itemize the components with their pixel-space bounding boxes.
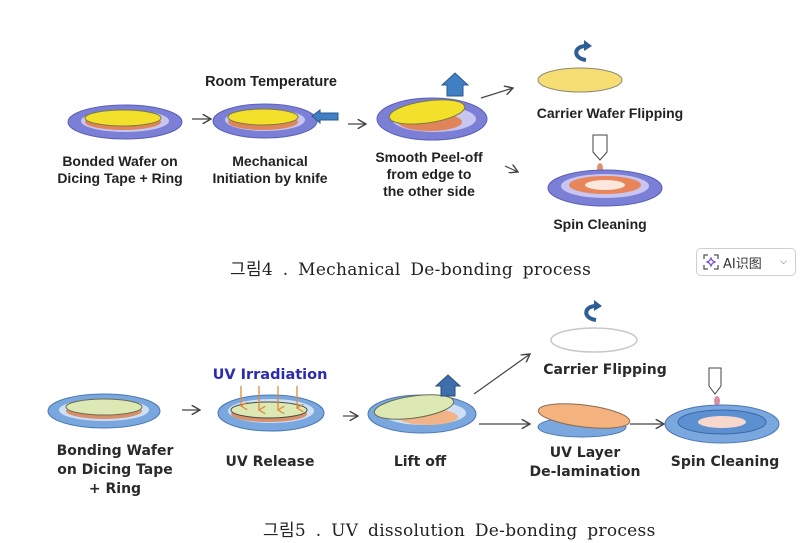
spin-cleaning-label: Spin Cleaning <box>670 454 780 470</box>
flip-arrow-icon <box>584 304 597 322</box>
lift-arrow-icon <box>434 374 462 397</box>
figure-4-caption: 그림4 . Mechanical De-bonding process <box>230 260 592 280</box>
lift-off-label: Lift off <box>393 454 447 470</box>
step1-label: Bonding Wafer on Dicing Tape + Ring <box>56 443 174 497</box>
lift-off-wafer-graphic <box>367 374 477 434</box>
step3-label: Smooth Peel-off from edge to the other s… <box>375 149 483 199</box>
sparkle-scan-icon <box>703 254 719 270</box>
chevron-down-icon[interactable]: ⌵ <box>780 257 787 267</box>
nozzle-icon <box>592 134 608 161</box>
uv-irradiation-label: UV Irradiation <box>212 367 328 383</box>
step1-label: Bonded Wafer on Dicing Tape + Ring <box>57 153 183 186</box>
flow-arrow <box>504 166 518 172</box>
carrier-flipping-label: Carrier Flipping <box>543 362 667 378</box>
uv-release-wafer-graphic <box>217 386 325 432</box>
uv-layer-delamination-graphic <box>537 403 631 438</box>
figure-5-diagram <box>47 300 780 444</box>
ai-button-label: AI识图 <box>723 256 762 272</box>
carrier-graphic <box>550 300 638 353</box>
flip-arrow-icon <box>574 44 587 62</box>
lift-arrow-icon <box>440 72 470 97</box>
nozzle-icon <box>708 367 722 395</box>
uv-release-label: UV Release <box>225 454 315 470</box>
flow-arrow <box>473 354 530 395</box>
ai-image-recognition-button[interactable]: AI识图 ⌵ <box>696 248 796 276</box>
uv-spin-cleaning-graphic <box>664 367 780 444</box>
spin-cleaning-graphic <box>547 134 663 207</box>
bonded-wafer-graphic <box>67 104 183 140</box>
knife-arrow-icon <box>311 109 339 125</box>
figure-5-uv-debonding: UV Irradiation Bonding Wafer on Dicing T… <box>0 290 812 543</box>
uv-layer-delamination-label: UV Layer De-lamination <box>529 445 641 480</box>
spin-cleaning-label: Spin Cleaning <box>553 216 647 232</box>
step2-label: Mechanical Initiation by knife <box>212 153 328 186</box>
flow-arrow <box>480 88 513 99</box>
bonding-wafer-graphic <box>47 393 161 429</box>
uv-rays-icon <box>241 386 297 410</box>
peel-off-wafer-graphic <box>376 72 488 141</box>
figure-4-diagram <box>67 40 663 207</box>
room-temperature-label: Room Temperature <box>205 74 337 90</box>
figure-5-caption: 그림5 . UV dissolution De-bonding process <box>263 521 656 541</box>
knife-initiation-wafer-graphic <box>212 103 339 139</box>
carrier-wafer-graphic <box>537 40 623 93</box>
figure-4-mechanical-debonding: Room Temperature Bonded Wafer on Dicing … <box>57 40 684 280</box>
carrier-wafer-flipping-label: Carrier Wafer Flipping <box>536 105 684 121</box>
